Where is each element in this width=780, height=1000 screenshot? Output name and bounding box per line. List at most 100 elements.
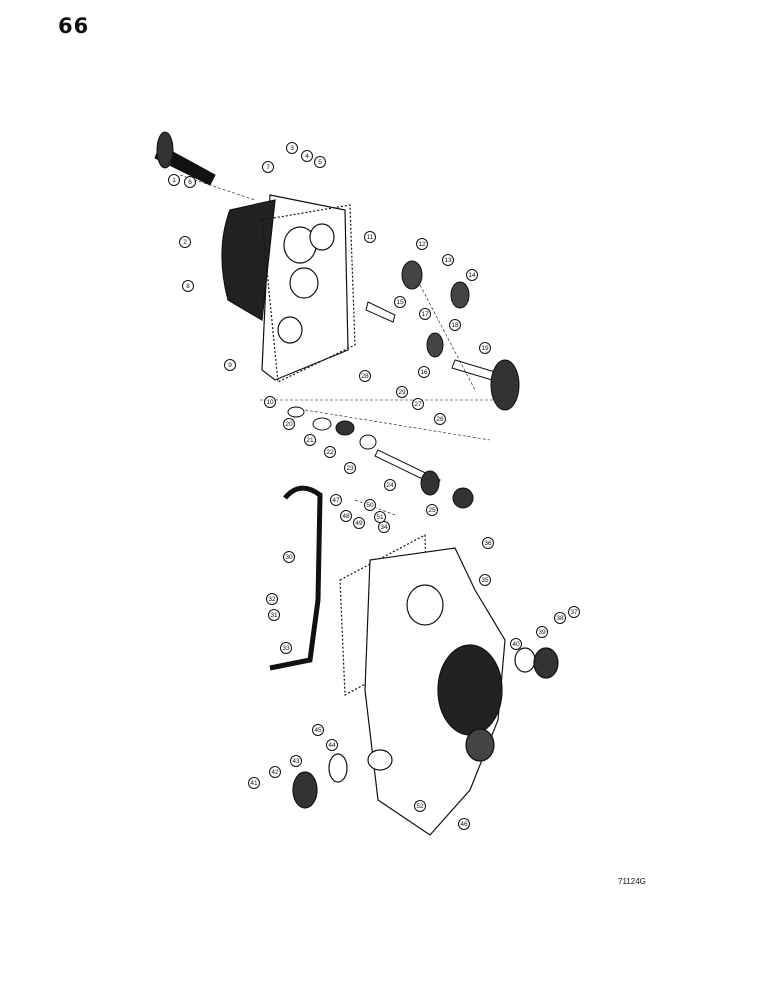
callout-label: 4 [305, 153, 309, 160]
callout-label: 46 [460, 821, 468, 828]
callout-31: 31 [268, 609, 280, 621]
callout-label: 43 [292, 758, 300, 765]
callout-label: 15 [396, 299, 404, 306]
callout-label: 35 [481, 577, 489, 584]
callout-7: 7 [262, 161, 274, 173]
lower-gasket [339, 534, 429, 696]
callout-label: 12 [418, 241, 426, 248]
pipe-47 [269, 485, 323, 671]
page-number: 66 [58, 14, 90, 38]
callout-11: 11 [364, 231, 376, 243]
output-shaft-19 [451, 359, 496, 381]
bell-opening [437, 644, 503, 736]
callout-label: 27 [414, 401, 422, 408]
callout-27: 27 [412, 398, 424, 410]
callout-label: 50 [366, 502, 374, 509]
callout-8: 8 [182, 280, 194, 292]
callout-13: 13 [442, 254, 454, 266]
callout-label: 2 [183, 239, 187, 246]
callout-24: 24 [384, 479, 396, 491]
callout-52: 52 [414, 800, 426, 812]
callout-35: 35 [479, 574, 491, 586]
callout-44: 44 [326, 739, 338, 751]
callout-label: 41 [250, 780, 258, 787]
middle-parts [287, 406, 474, 509]
callout-label: 21 [306, 437, 314, 444]
callout-label: 17 [421, 311, 429, 318]
callout-47: 47 [330, 494, 342, 506]
callout-label: 31 [270, 612, 278, 619]
callout-45: 45 [312, 724, 324, 736]
upper-housing [221, 194, 356, 383]
ring-21 [312, 417, 332, 431]
callout-26: 26 [434, 413, 446, 425]
callout-29: 29 [396, 386, 408, 398]
callout-6: 6 [184, 176, 196, 188]
callout-label: 23 [346, 465, 354, 472]
callout-label: 16 [420, 369, 428, 376]
callout-10: 10 [264, 396, 276, 408]
cover-43 [292, 771, 318, 809]
callout-label: 32 [268, 596, 276, 603]
callout-label: 45 [314, 727, 322, 734]
callout-3: 3 [286, 142, 298, 154]
callout-label: 47 [332, 497, 340, 504]
callout-14: 14 [466, 269, 478, 281]
callout-51: 51 [374, 511, 386, 523]
callout-23: 23 [344, 462, 356, 474]
callout-40: 40 [510, 638, 522, 650]
callout-label: 22 [326, 449, 334, 456]
callout-label: 48 [342, 513, 350, 520]
callout-12: 12 [416, 238, 428, 250]
callout-label: 19 [481, 345, 489, 352]
callout-43: 43 [290, 755, 302, 767]
callout-25: 25 [426, 504, 438, 516]
callout-49: 49 [353, 517, 365, 529]
callout-18: 18 [449, 319, 461, 331]
callout-28: 28 [359, 370, 371, 382]
callout-21: 21 [304, 434, 316, 446]
bearing-18 [426, 332, 444, 358]
callout-label: 30 [285, 554, 293, 561]
callout-19: 19 [479, 342, 491, 354]
callout-16: 16 [418, 366, 430, 378]
cover-39 [533, 647, 559, 679]
callout-42: 42 [269, 766, 281, 778]
callout-label: 26 [436, 416, 444, 423]
bearing-22 [335, 420, 355, 436]
callout-label: 9 [228, 362, 232, 369]
callout-label: 38 [556, 615, 564, 622]
callout-label: 11 [367, 234, 374, 241]
gear-19 [490, 359, 520, 411]
callout-label: 13 [444, 257, 452, 264]
bearing-25 [452, 487, 474, 509]
callout-label: 51 [376, 514, 384, 521]
callout-label: 36 [484, 540, 492, 547]
upper-housing-bell [221, 199, 276, 321]
callout-label: 3 [290, 145, 294, 152]
callout-label: 14 [468, 272, 476, 279]
callout-34: 34 [378, 521, 390, 533]
callout-label: 24 [386, 482, 394, 489]
callout-label: 33 [282, 645, 290, 652]
callout-9: 9 [224, 359, 236, 371]
callout-1: 1 [168, 174, 180, 186]
gear-14 [450, 281, 470, 309]
callout-label: 7 [266, 164, 270, 171]
upper-shafts [154, 131, 520, 411]
lower-housing [269, 485, 559, 836]
upper-gasket [261, 204, 356, 383]
callout-15: 15 [394, 296, 406, 308]
callout-36: 36 [482, 537, 494, 549]
gear-12 [401, 260, 423, 290]
callout-label: 6 [188, 179, 192, 186]
callout-39: 39 [536, 626, 548, 638]
callout-label: 34 [380, 524, 388, 531]
seal-40 [514, 647, 536, 673]
callout-label: 37 [570, 609, 578, 616]
callout-2: 2 [179, 236, 191, 248]
callout-48: 48 [340, 510, 352, 522]
callout-41: 41 [248, 777, 260, 789]
callout-46: 46 [458, 818, 470, 830]
